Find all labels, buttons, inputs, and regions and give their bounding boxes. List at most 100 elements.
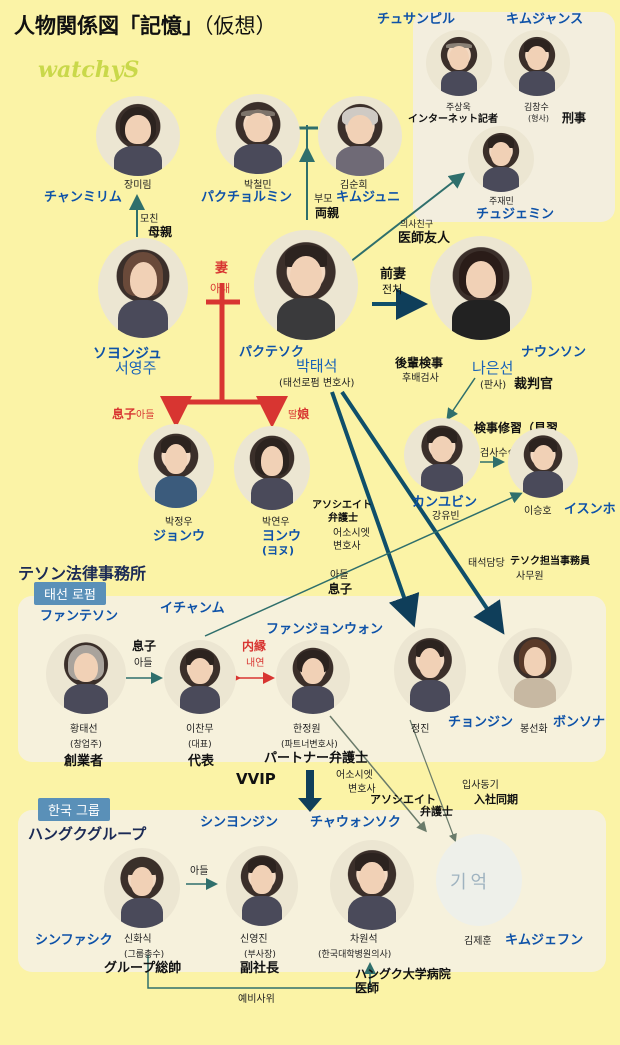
na-eunsun-role-ko: (판사) (480, 380, 507, 391)
relation-staff-ko: 태석담당 (468, 558, 505, 569)
shin-hwasik-ko: 신화식 (124, 934, 152, 945)
portrait-cha-wonsuk (330, 840, 414, 930)
park-yeonwoo-jp: ヨンウ (262, 529, 302, 544)
section-law-firm-tag: 태선 로펌 (34, 582, 106, 605)
kim-soonhee-ko: 김순희 (340, 180, 368, 191)
bong-sunhwa-ko: 봉선화 (520, 724, 548, 735)
portrait-hwang-taesun (46, 634, 126, 714)
park-chulmin-jp: パクチョルミン (201, 190, 293, 205)
relation-son: 息子아들 (112, 407, 155, 422)
relation-son-jp: 息子 (112, 407, 137, 421)
joo-sangwook-jp: チュサンピル (377, 12, 456, 27)
section-law-firm: テソン法律事務所 (18, 564, 147, 583)
na-eunsun-role-jp: 裁判官 (514, 377, 554, 392)
chart-title-sub: （仮想） (203, 14, 277, 38)
portrait-shin-hwasik (104, 848, 180, 928)
section-group-jp: ハングクグループ (28, 825, 147, 843)
portrait-han-jungwon (276, 640, 350, 714)
hwang-taesun-ko: 황태선 (70, 724, 98, 735)
portrait-shin-youngjin (226, 846, 298, 926)
park-jungwoo-jp: ジョンウ (153, 529, 206, 544)
relation-trainee-ko: 검사수습 (480, 448, 517, 459)
relation-parents-ko: 부모 (314, 194, 333, 205)
kim-changsoo-jp: キムジャンス (506, 12, 584, 27)
portrait-bong-sunhwa (498, 628, 572, 708)
shin-hwasik-jp: シンファシク (35, 933, 113, 948)
na-eunsun-jp: ナウンソン (521, 345, 587, 360)
relation-soninlaw-ko: 예비사위 (238, 994, 275, 1005)
shin-youngjin-role-ko: (부사장) (244, 950, 276, 960)
park-taesuk-jp: パクテソク (239, 345, 305, 360)
portrait-jung-jin (394, 628, 466, 712)
han-jungwon-jp: ファンジョンウォン (266, 622, 384, 637)
relation-son4-ko: 아들 (190, 866, 209, 877)
relation-son-ko: 아들 (136, 410, 155, 421)
shin-youngjin-role-jp: 副社長 (240, 961, 280, 976)
relation-mother-jp: 母親 (148, 225, 173, 239)
park-taesuk-desc: (태선로펌 변호사) (279, 378, 355, 389)
relation-inner-jp: 内縁 (242, 639, 267, 653)
relation-son2-ko: 아들 (330, 570, 349, 581)
relation-daughter-ko: 딸 (288, 410, 298, 421)
portrait-lee-chanmu (164, 640, 236, 714)
drama-logo: 기억 (450, 872, 492, 893)
relation-wife-jp: 妻 (215, 261, 229, 276)
relation-assoc2-jp2: 弁護士 (420, 805, 453, 818)
relation-mother-ko: 모친 (140, 214, 159, 225)
kang-yubin-ko: 강유빈 (432, 511, 460, 522)
lee-chanmu-ko: 이찬무 (186, 724, 214, 735)
na-eunsun-ko: 나은선 (472, 359, 514, 377)
relation-son3-ko: 아들 (134, 658, 153, 669)
relation-assoc2-jp: アソシエイト (370, 793, 436, 806)
relation-staff-jp: テソク担当事務員 (510, 556, 590, 567)
kang-yubin-jp: カンユビン (412, 495, 478, 510)
park-yeonwoo-ko: 박연우 (262, 517, 290, 528)
relation-exwife-ko: 전처 (382, 283, 403, 296)
portrait-lee-seungho (508, 428, 578, 498)
relation-son2-jp: 息子 (328, 582, 353, 596)
cha-wonsuk-jp: チャウォンソク (310, 815, 401, 830)
hwang-taesun-role-ko: (창업주) (70, 740, 102, 750)
relation-associate-jp: アソシエイト (312, 500, 372, 511)
kim-changsoo-role-jp: 刑事 (562, 111, 587, 125)
kim-soonhee-jp: キムジュニ (336, 190, 401, 205)
section-group-tag: 한국 그룹 (38, 798, 110, 821)
han-jungwon-role-ko: (파트너변호사) (281, 740, 338, 750)
portrait-park-jungwoo (138, 424, 214, 508)
lee-chanmu-role-ko: (대표) (188, 740, 212, 750)
han-jungwon-role-jp: パートナー弁護士 (264, 751, 369, 766)
lee-chanmu-jp: イチャンム (160, 601, 225, 616)
chart-title: 人物関係図「記憶」（仮想） (14, 14, 277, 38)
park-taesuk-ko: 박태석 (296, 357, 338, 375)
portrait-seo-youngju (98, 238, 188, 338)
relation-staff-ko2: 사무원 (516, 571, 544, 582)
lee-seungho-ko: 이승호 (524, 506, 552, 517)
portrait-jang-mirim (96, 96, 180, 176)
relation-associate-ko2: 변호사 (333, 541, 361, 552)
kim-jehoon-ko: 김제훈 (464, 936, 492, 947)
jung-jin-jp: チョンジン (448, 715, 514, 730)
watermark: watchyS (38, 57, 140, 83)
hwang-taesun-role-jp: 創業者 (64, 754, 104, 769)
shin-youngjin-ko: 신영진 (240, 934, 268, 945)
portrait-kim-jehoon: 기억 (436, 834, 522, 926)
relation-assoc2-ko: 어소시엣 (336, 770, 373, 781)
lee-chanmu-role-jp: 代表 (188, 754, 215, 769)
joo-jaemin-ko: 주재민 (489, 197, 514, 207)
relation-wife-ko: 아내 (210, 282, 231, 295)
relation-same-ko: 입사동기 (462, 780, 499, 791)
portrait-na-eunsun (430, 236, 532, 340)
relation-associate-jp2: 弁護士 (328, 513, 358, 524)
chart-title-main: 人物関係図「記憶」 (14, 14, 203, 38)
kim-changsoo-ko: 김창수 (524, 103, 549, 113)
park-chulmin-ko: 박철민 (244, 180, 272, 191)
shin-hwasik-role-jp: グループ総帥 (104, 961, 182, 976)
park-jungwoo-ko: 박정우 (165, 517, 193, 528)
cha-wonsuk-role-jp: ハングク大学病院医師 (355, 967, 451, 995)
seo-youngju-ko: 서영주 (115, 359, 157, 377)
lee-seungho-jp: イスンホ (564, 502, 616, 517)
cha-wonsuk-ko: 차원석 (350, 934, 378, 945)
portrait-kim-changsoo (504, 30, 570, 96)
